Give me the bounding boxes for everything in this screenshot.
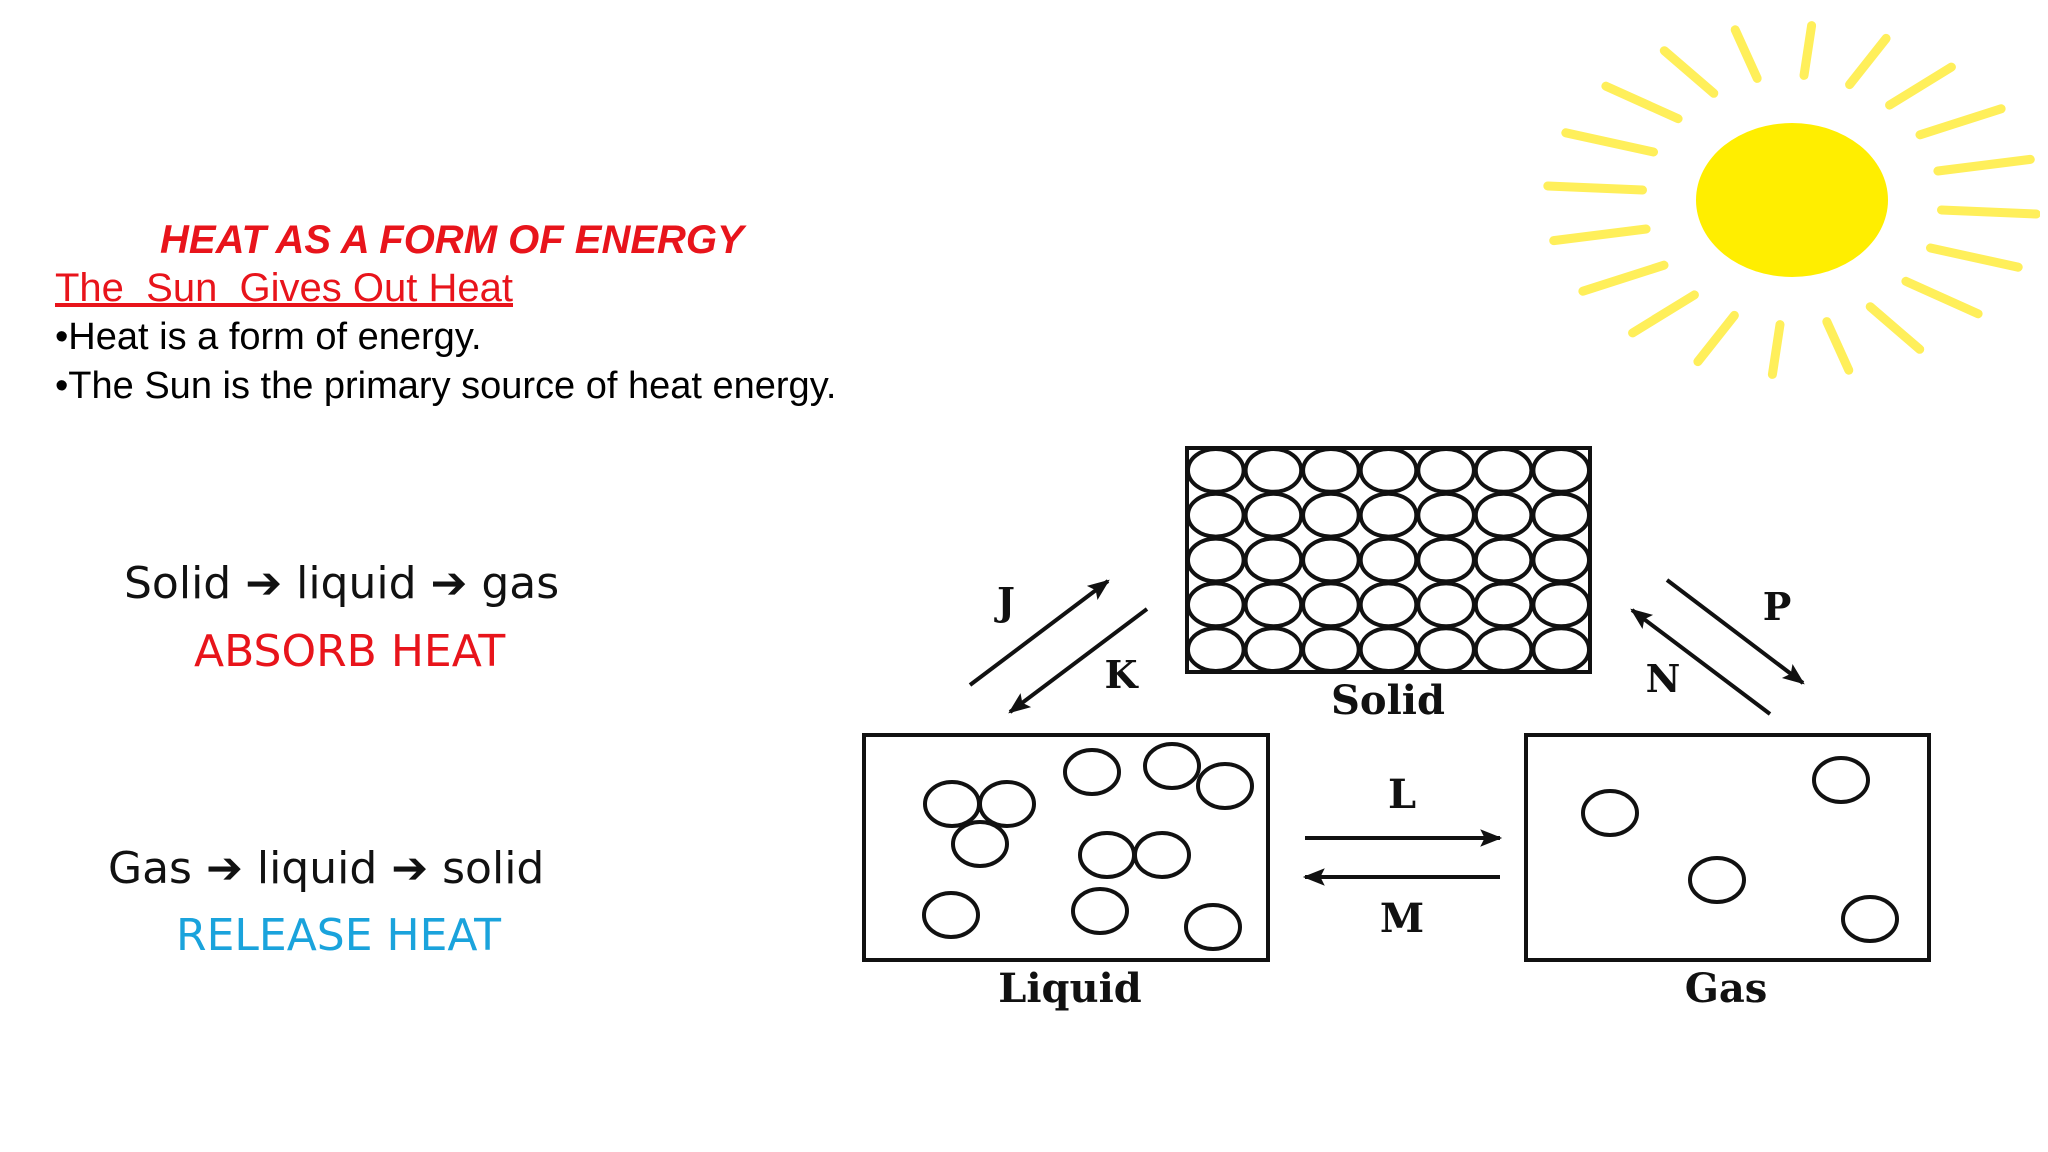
arrow-j-label: J (994, 579, 1015, 624)
arrow-right-icon: ➔ (430, 558, 482, 609)
slide-title: HEAT AS A FORM OF ENERGY (160, 218, 744, 262)
sun-ray (1549, 224, 1651, 246)
sun-ray (1561, 128, 1658, 157)
sun-ray (1578, 260, 1669, 296)
bullet-item: •The Sun is the primary source of heat e… (55, 365, 837, 407)
sequence-step: Solid (124, 558, 232, 609)
sequence-absorb: Solid ➔ liquid ➔ gas (124, 558, 559, 609)
sun-ray (1845, 33, 1891, 90)
arrow-k (1008, 607, 1149, 714)
sun-ray (1937, 205, 2040, 219)
solid-box (1185, 446, 1592, 674)
bullet-item: •Heat is a form of energy. (55, 316, 482, 358)
solid-label: Solid (1331, 677, 1445, 724)
sequence-step: liquid (256, 843, 378, 894)
arrow-right-icon: ➔ (391, 843, 443, 894)
sun-ray (1885, 62, 1956, 110)
slide-subtitle: The Sun Gives Out Heat (55, 266, 513, 310)
sun-ray (1915, 104, 2006, 140)
liquid-particles (922, 742, 1254, 951)
arrow-n (1630, 608, 1772, 716)
arrow-p-label: P (1763, 584, 1792, 629)
liquid-box (862, 733, 1270, 962)
solid-particle (1531, 626, 1591, 673)
arrow-right-icon: ➔ (245, 558, 297, 609)
sun-ray (1901, 276, 1983, 319)
sun-ray (1926, 243, 2023, 272)
gas-label: Gas (1685, 965, 1768, 1012)
arrow-right-icon: ➔ (205, 843, 257, 894)
arrow-m-label: M (1380, 895, 1424, 942)
arrow-n-label: N (1646, 656, 1681, 701)
sequence-step: gas (481, 558, 560, 609)
gas-particles (1581, 756, 1899, 943)
sun-ray (1628, 290, 1699, 338)
sun-ray (1659, 46, 1719, 98)
sun-ray (1865, 302, 1925, 354)
arrow-l-label: L (1388, 771, 1416, 818)
sun-ray (1693, 310, 1739, 367)
gas-box (1524, 733, 1931, 962)
sequence-step: liquid (296, 558, 417, 609)
sun-ray (1933, 154, 2035, 176)
sun-disc (1696, 123, 1888, 277)
sun-ray (1799, 21, 1817, 80)
sequence-release: Gas ➔ liquid ➔ solid (108, 843, 544, 894)
sun-ray (1543, 181, 1647, 195)
liquid-label: Liquid (998, 965, 1142, 1012)
arrow-p (1665, 578, 1805, 685)
arrow-j (968, 579, 1110, 687)
sun-ray (1767, 320, 1785, 379)
sequence-step: solid (442, 843, 545, 894)
solid-particle (1531, 447, 1591, 494)
sun-icon (1543, 21, 2040, 379)
sun-ray (1601, 81, 1683, 124)
arrow-k-label: K (1104, 652, 1139, 697)
sequence-step: Gas (108, 843, 192, 894)
absorb-heat-label: ABSORB HEAT (194, 626, 506, 677)
release-heat-label: RELEASE HEAT (176, 910, 501, 961)
sun-ray (1822, 317, 1854, 375)
sun-ray (1730, 25, 1762, 83)
